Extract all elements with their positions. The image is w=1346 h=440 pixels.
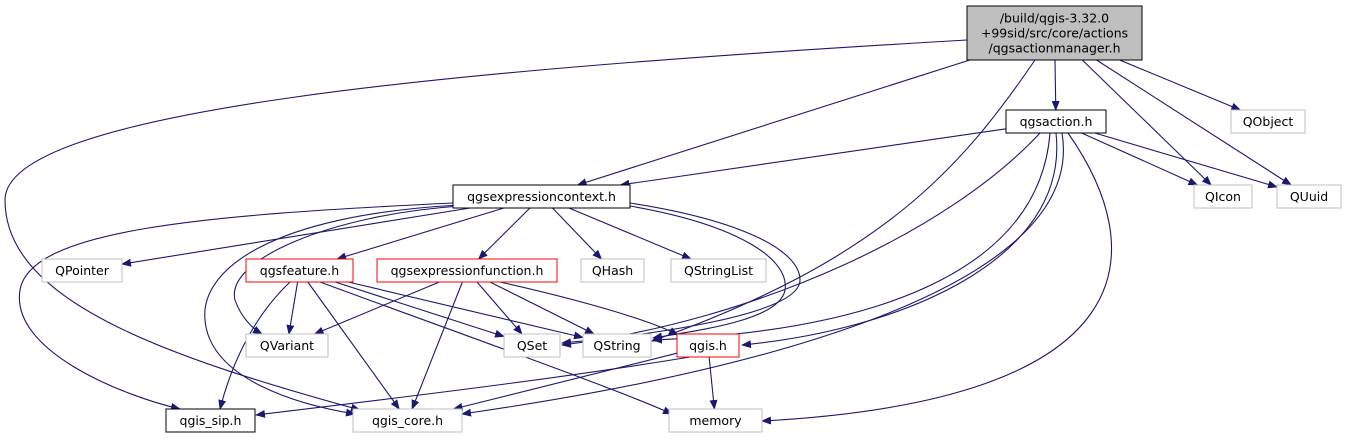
edge-root-to-qobject (1119, 59, 1242, 111)
edge-root-to-quuid (1096, 59, 1292, 186)
node-label-qvariant: QVariant (260, 338, 314, 353)
node-label-memory: memory (689, 413, 742, 428)
node-box-qpointer (41, 258, 123, 283)
node-label-qicon: QIcon (1205, 189, 1241, 204)
node-box-qstringlist (670, 258, 767, 283)
edge-qgsaction-to-qstring (652, 132, 1051, 344)
node-label-qobject: QObject (1243, 114, 1294, 129)
node-qgis_core: qgis_core.h (352, 408, 463, 433)
node-box-qgsexpressioncontext (452, 184, 631, 209)
node-label-qgsexpressionfunction: qgsexpressionfunction.h (391, 263, 544, 278)
edge-qgsfeature-to-qgis_sip (218, 281, 291, 410)
node-label-qstring: QString (593, 338, 640, 353)
node-label-qhash: QHash (592, 263, 633, 278)
node-label-qgis_sip: qgis_sip.h (180, 413, 242, 428)
node-qgsfeature[interactable]: qgsfeature.h (245, 258, 354, 283)
edge-qgsaction-to-qgsexpressioncontext (619, 128, 1007, 188)
node-qvariant: QVariant (245, 333, 329, 358)
node-label-root-line-2: +99sid/src/core/actions (981, 26, 1128, 41)
node-qobject: QObject (1230, 109, 1306, 134)
edge-qgis-to-qgis_core (452, 352, 678, 411)
edge-root-to-qstring (651, 59, 1036, 342)
node-box-qhash (580, 258, 645, 283)
node-qset: QSet (503, 333, 561, 358)
edge-qgis-to-memory (708, 356, 718, 410)
node-box-qgsaction (1005, 109, 1107, 134)
node-box-root (966, 5, 1143, 61)
node-box-quuid (1276, 184, 1342, 209)
node-label-quuid: QUuid (1290, 189, 1328, 204)
node-box-qvariant (245, 333, 329, 358)
node-label-root-line-3: /qgsactionmanager.h (988, 41, 1120, 56)
node-qhash: QHash (580, 258, 645, 283)
node-root[interactable]: /build/qgis-3.32.0+99sid/src/core/action… (966, 5, 1143, 61)
edge-qgsfeature-to-qgis_core (307, 281, 400, 410)
node-qpointer: QPointer (41, 258, 123, 283)
edge-qgsexpressioncontext-to-qgsfeature (336, 207, 505, 261)
node-qgis[interactable]: qgis.h (676, 333, 740, 358)
node-box-qgis_core (352, 408, 463, 433)
node-qgsexpressioncontext[interactable]: qgsexpressioncontext.h (452, 184, 631, 209)
edge-root-to-qgsaction (1051, 59, 1060, 111)
node-box-memory (668, 408, 763, 433)
edge-qgsexpressioncontext-to-qgis_core (204, 204, 461, 417)
node-label-qset: QSet (517, 338, 547, 353)
edge-root-to-qicon (1081, 59, 1212, 186)
edge-qgsexpressionfunction-to-qvariant (313, 281, 440, 335)
edge-qgsexpressionfunction-to-qgis (499, 281, 679, 336)
edge-qgsexpressioncontext-to-qstring (629, 205, 786, 341)
node-label-qgis: qgis.h (689, 338, 727, 353)
node-label-qgsaction: qgsaction.h (1020, 114, 1093, 129)
node-qstringlist: QStringList (670, 258, 767, 283)
edge-qgsaction-to-qset (561, 132, 1041, 348)
node-memory: memory (668, 408, 763, 433)
edge-qgsexpressioncontext-to-qgis_sip (18, 202, 454, 411)
edge-qgsaction-to-memory (761, 132, 1112, 425)
node-label-qpointer: QPointer (55, 263, 110, 278)
edge-qgsfeature-to-qstring (348, 281, 584, 340)
edge-qgsexpressioncontext-to-qgsexpressionfunction (477, 207, 531, 260)
edge-qgis-to-qgis_sip (255, 356, 691, 418)
node-label-qstringlist: QStringList (684, 263, 753, 278)
edge-qgsaction-to-qgis_core (461, 132, 1064, 417)
edge-qgsaction-to-qicon (1081, 132, 1199, 186)
edge-qgsexpressioncontext-to-qpointer (121, 207, 471, 267)
edge-qgsfeature-to-qset (334, 281, 505, 338)
node-qgsaction[interactable]: qgsaction.h (1005, 109, 1107, 134)
node-box-qgis_sip (165, 408, 256, 433)
node-qgsexpressionfunction[interactable]: qgsexpressionfunction.h (376, 258, 558, 283)
edge-qgsexpressionfunction-to-qgis_core (411, 281, 463, 410)
edge-qgsexpressionfunction-to-qstring (489, 281, 595, 335)
node-label-qgis_core: qgis_core.h (372, 413, 443, 428)
node-box-qicon (1193, 184, 1253, 209)
edge-root-to-qgsexpressioncontext (576, 59, 970, 187)
node-qgis_sip[interactable]: qgis_sip.h (165, 408, 256, 433)
edge-qgsaction-to-quuid (1094, 132, 1278, 189)
node-box-qgis (676, 333, 740, 358)
node-qstring: QString (582, 333, 652, 358)
node-qicon: QIcon (1193, 184, 1253, 209)
node-label-qgsfeature: qgsfeature.h (260, 263, 339, 278)
node-label-root-line-1: /build/qgis-3.32.0 (1000, 11, 1109, 26)
dependency-edges (4, 39, 1292, 425)
node-box-qobject (1230, 109, 1306, 134)
node-box-qgsexpressionfunction (376, 258, 558, 283)
edge-qgsaction-to-qgis (741, 132, 1058, 349)
edge-qgsexpressioncontext-to-qset (561, 202, 801, 347)
edge-qgsfeature-to-qvariant (286, 281, 299, 335)
edge-qgsexpressionfunction-to-qset (476, 281, 523, 335)
edge-qgsexpressioncontext-to-qvariant (233, 205, 461, 335)
file-nodes: /build/qgis-3.32.0+99sid/src/core/action… (41, 5, 1342, 433)
node-box-qgsfeature (245, 258, 354, 283)
node-box-qstring (582, 333, 652, 358)
node-label-qgsexpressioncontext: qgsexpressioncontext.h (467, 189, 616, 204)
node-quuid: QUuid (1276, 184, 1342, 209)
node-box-qset (503, 333, 561, 358)
edge-qgsexpressioncontext-to-qstringlist (568, 207, 692, 260)
edge-qgsexpressioncontext-to-qhash (552, 207, 603, 260)
edge-root-to-qgis_core (4, 39, 968, 412)
